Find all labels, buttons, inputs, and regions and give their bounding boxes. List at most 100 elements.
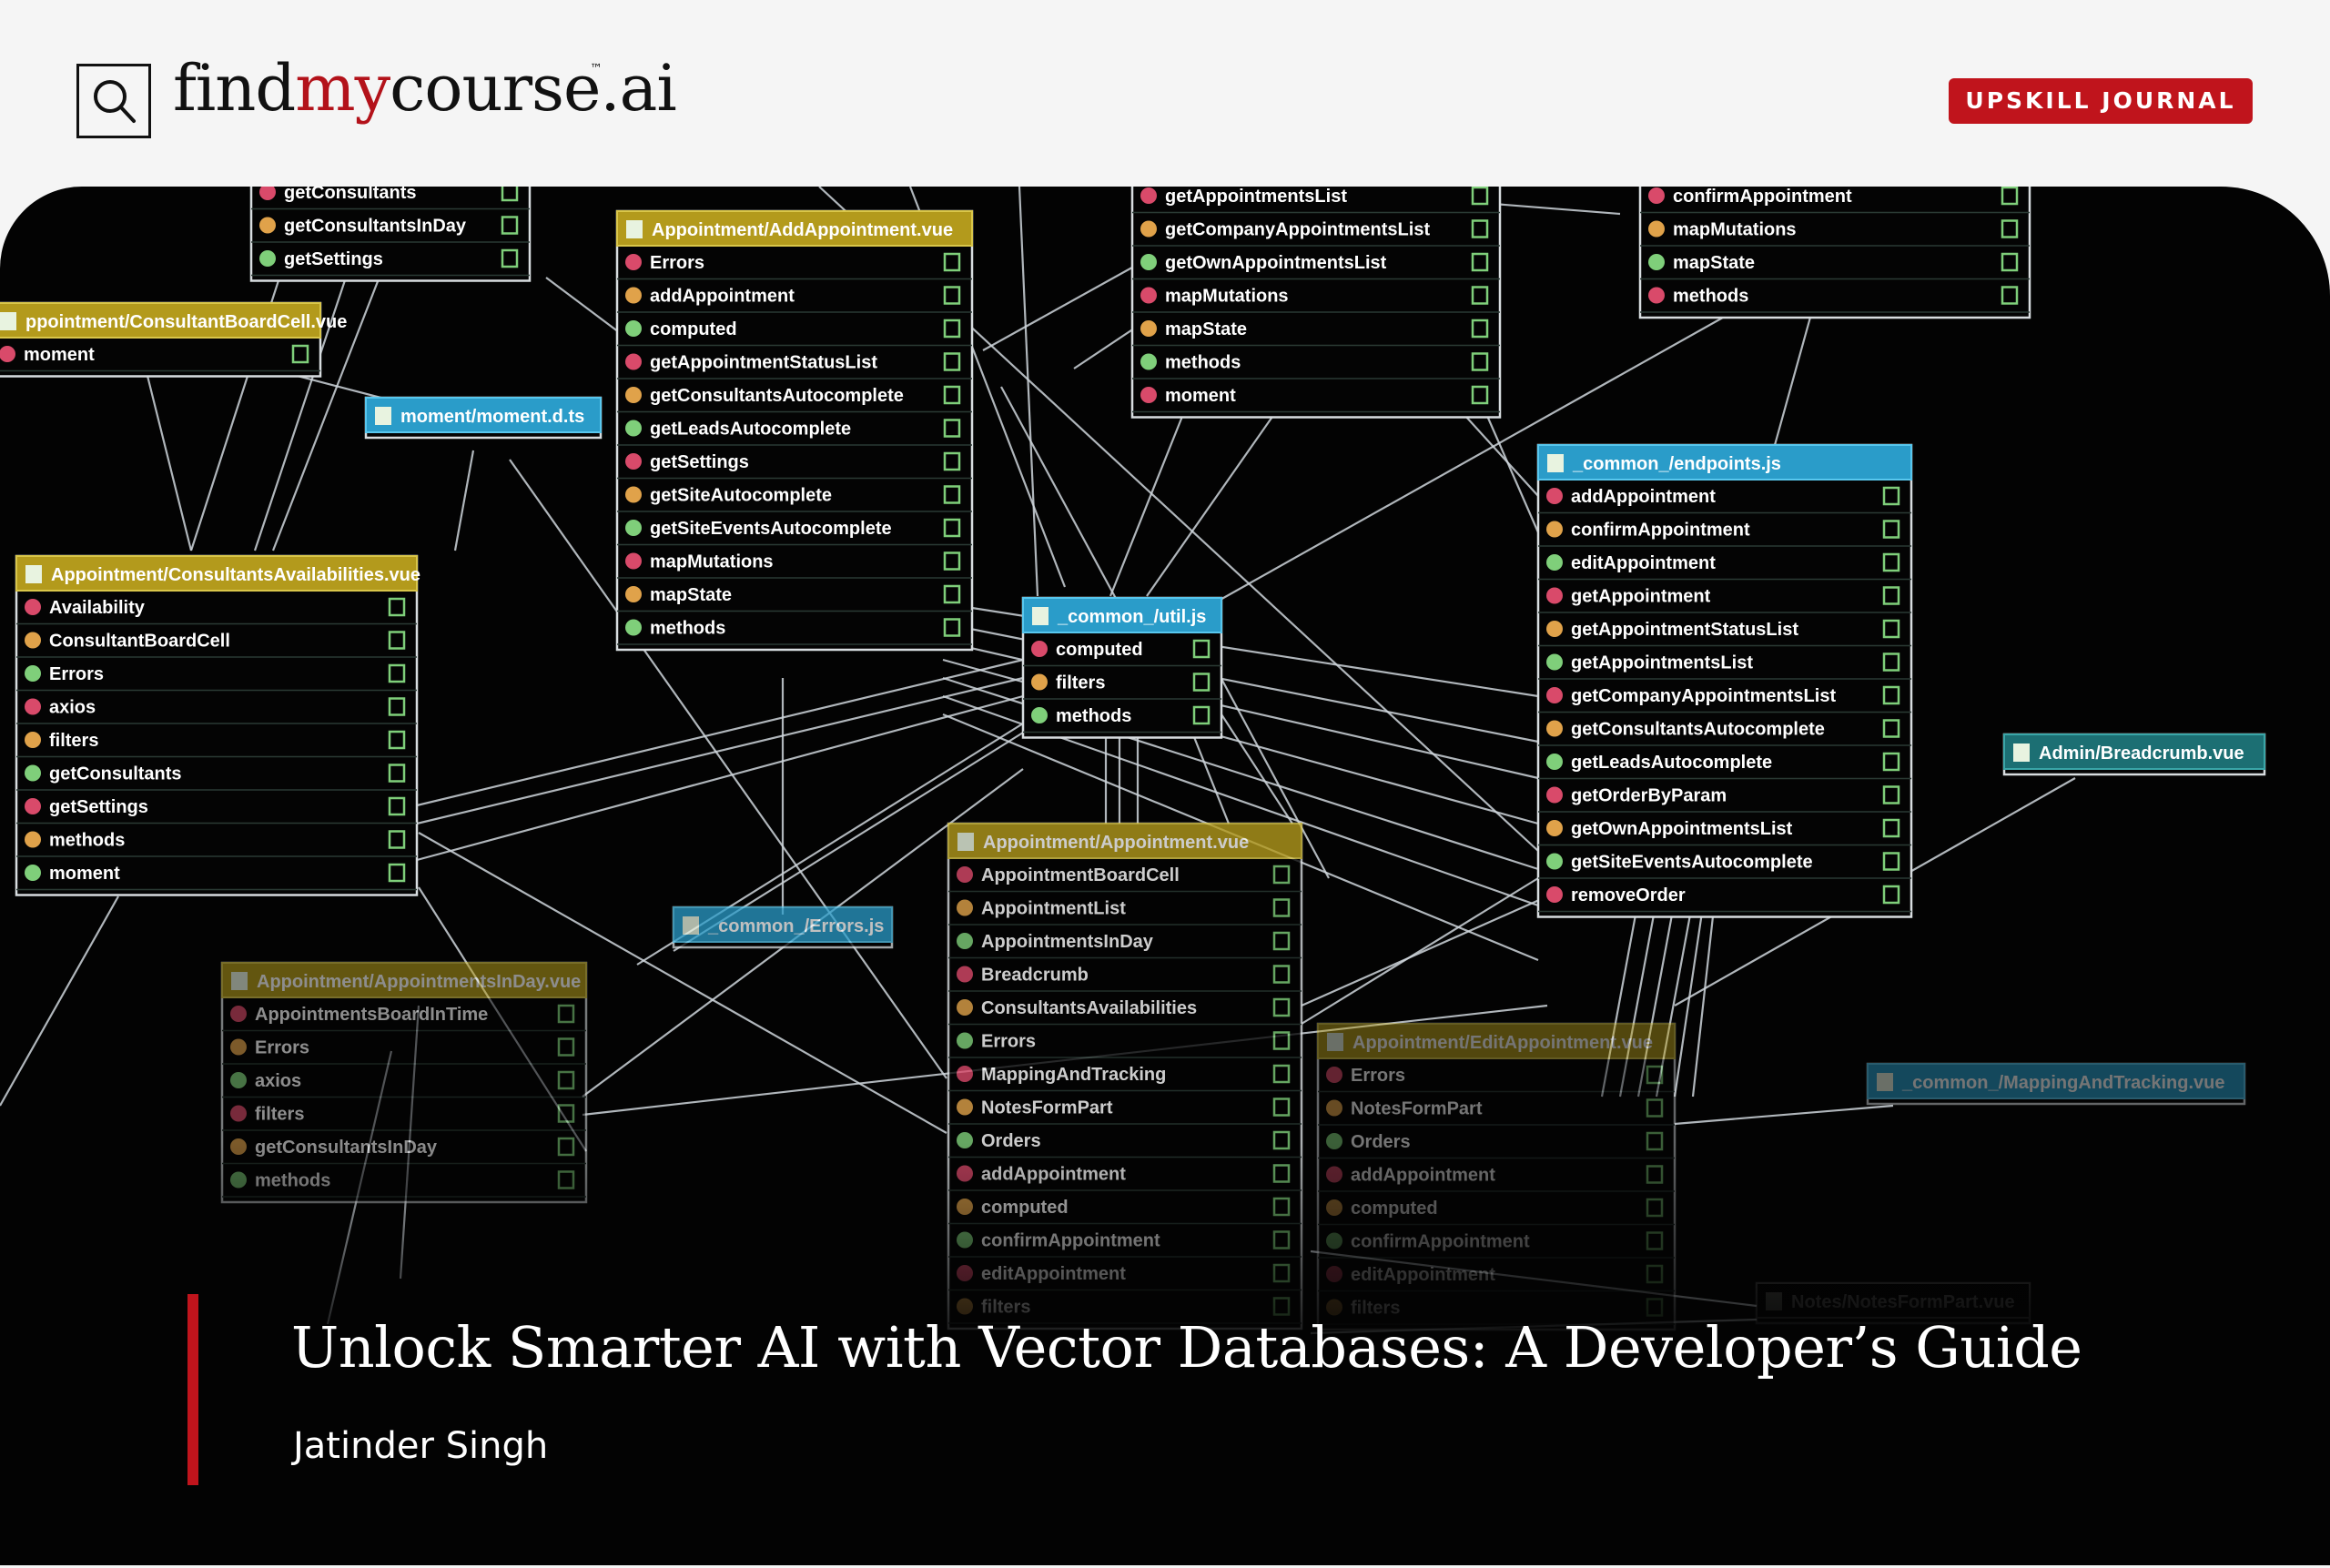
node-box <box>1866 1062 2246 1106</box>
member-icon <box>1546 488 1563 504</box>
node-member: Errors <box>981 1032 1036 1052</box>
diagram-node: getAppointmentsListgetCompanyAppointment… <box>1130 187 1502 419</box>
export-icon <box>501 248 519 268</box>
dependency-edge <box>416 658 1024 807</box>
trademark-mark: ™ <box>590 62 603 76</box>
upskill-journal-badge[interactable]: UPSKILL JOURNAL <box>1949 78 2253 124</box>
export-icon <box>1471 219 1489 238</box>
file-icon <box>957 833 974 851</box>
node-member: methods <box>650 619 725 639</box>
file-icon <box>25 565 42 583</box>
export-icon <box>388 597 406 617</box>
file-icon <box>1547 454 1564 472</box>
export-icon <box>2001 286 2019 305</box>
member-icon <box>259 250 276 267</box>
node-box <box>615 209 974 652</box>
article-title[interactable]: Unlock Smarter AI with Vector Databases:… <box>291 1314 2082 1381</box>
export-icon <box>388 764 406 783</box>
node-title: Admin/Breadcrumb.vue <box>2039 744 2244 764</box>
export-icon <box>1882 552 1900 572</box>
member-icon <box>1031 673 1048 691</box>
member-icon <box>25 665 41 682</box>
member-icon <box>1031 707 1048 723</box>
member-icon <box>0 346 15 362</box>
node-member: axios <box>49 698 96 718</box>
node-header <box>1537 444 1912 481</box>
node-member: methods <box>1056 706 1131 726</box>
export-icon <box>388 863 406 883</box>
member-icon <box>1648 220 1665 238</box>
member-icon <box>1546 786 1563 804</box>
export-icon <box>943 551 961 571</box>
member-icon <box>625 320 642 337</box>
member-icon <box>1140 387 1157 403</box>
node-header <box>2003 733 2265 770</box>
file-icon <box>1327 1033 1343 1051</box>
node-member: getOwnAppointmentsList <box>1165 253 1387 273</box>
node-member: confirmAppointment <box>1673 187 1852 207</box>
node-member: methods <box>49 831 125 851</box>
export-icon <box>1882 852 1900 871</box>
member-icon <box>957 933 973 949</box>
file-icon <box>0 312 16 330</box>
node-title: Appointment/EditAppointment.vue <box>1352 1033 1653 1053</box>
export-icon <box>943 385 961 405</box>
export-icon <box>1882 652 1900 672</box>
export-icon <box>943 419 961 438</box>
member-icon <box>625 420 642 437</box>
export-icon <box>1882 818 1900 838</box>
export-icon <box>1471 286 1489 305</box>
member-icon <box>1140 320 1157 337</box>
node-member: getConsultants <box>284 187 417 203</box>
node-member: Errors <box>49 664 104 684</box>
member-icon <box>1140 287 1157 304</box>
member-icon <box>957 999 973 1016</box>
member-icon <box>1546 587 1563 604</box>
export-icon <box>1882 520 1900 539</box>
node-member: editAppointment <box>1571 553 1716 573</box>
export-icon <box>943 252 961 272</box>
member-icon <box>25 732 41 748</box>
export-icon <box>1471 187 1489 206</box>
export-icon <box>1471 252 1489 272</box>
export-icon <box>1882 752 1900 772</box>
export-icon <box>1882 719 1900 738</box>
member-icon <box>1546 521 1563 538</box>
brand-logo[interactable]: findmycourse.ai <box>173 51 677 126</box>
article-author[interactable]: Jatinder Singh <box>293 1425 549 1467</box>
node-member: getCompanyAppointmentsList <box>1165 220 1430 240</box>
dependency-edge <box>1109 413 1185 597</box>
member-icon <box>1546 720 1563 737</box>
member-icon <box>25 798 41 814</box>
member-icon <box>1546 820 1563 836</box>
export-icon <box>943 618 961 637</box>
title-accent-bar <box>187 1294 198 1485</box>
export-icon <box>388 631 406 650</box>
search-icon[interactable] <box>76 64 151 138</box>
export-icon <box>943 352 961 371</box>
file-icon <box>1877 1073 1893 1091</box>
export-icon <box>1471 385 1489 405</box>
member-icon <box>625 254 642 270</box>
export-icon <box>1882 885 1900 905</box>
node-member: NotesFormPart <box>981 1098 1113 1118</box>
export-icon <box>1272 1064 1291 1084</box>
dependency-edge <box>418 832 947 1134</box>
member-icon <box>957 1032 973 1049</box>
member-icon <box>1031 641 1048 657</box>
dependency-edge <box>1674 1104 1894 1126</box>
member-icon <box>957 1098 973 1116</box>
dependency-edge <box>1773 313 1813 446</box>
node-member: AppointmentsBoardInTime <box>255 1005 488 1025</box>
file-icon <box>2013 744 2030 762</box>
file-icon <box>683 916 699 935</box>
export-icon <box>1272 1098 1291 1117</box>
member-icon <box>1546 886 1563 903</box>
node-member: moment <box>24 345 95 365</box>
node-header <box>673 906 893 943</box>
member-icon <box>230 1038 247 1056</box>
dependency-edge <box>509 459 947 1079</box>
